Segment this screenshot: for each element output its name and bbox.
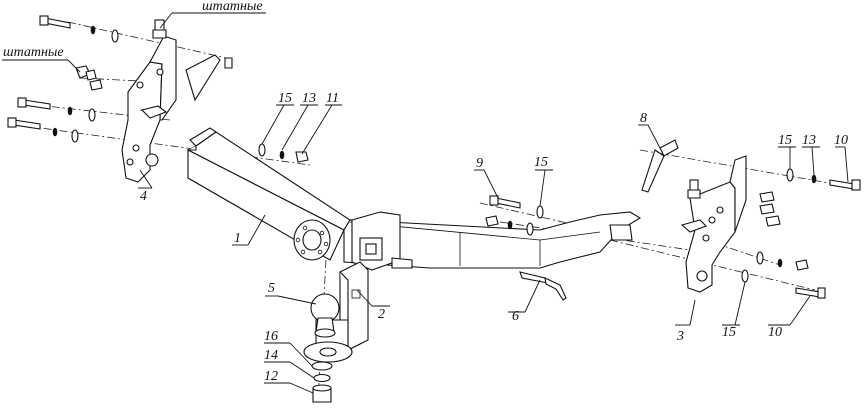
label-part-15-mid: 15 [534, 155, 548, 170]
label-part-16: 16 [264, 329, 278, 344]
main-beam [186, 127, 642, 271]
stock-hardware-left [75, 65, 103, 91]
stock-hardware-top [152, 19, 233, 102]
label-part-10-top: 10 [834, 133, 848, 148]
label-part-4: 4 [140, 189, 147, 204]
label-part-6: 6 [512, 309, 519, 324]
ball-fasteners [311, 361, 333, 403]
socket-bracket [519, 271, 567, 301]
left-bolts [7, 15, 119, 143]
label-part-15-right-top: 15 [778, 133, 792, 148]
ball-mount [303, 261, 369, 363]
label-part-2: 2 [378, 307, 385, 322]
right-bracket [680, 155, 747, 293]
label-part-12: 12 [264, 369, 278, 384]
middle-fasteners [485, 195, 544, 236]
label-stock-left: штатные [3, 45, 64, 60]
part-labels: штатные штатные 1 2 3 4 5 6 8 9 10 10 11… [3, 0, 848, 384]
label-part-14: 14 [264, 348, 278, 363]
leader-lines [2, 12, 849, 394]
right-fasteners [641, 139, 861, 299]
left-bracket [121, 35, 177, 183]
label-part-11: 11 [326, 91, 339, 106]
label-part-5: 5 [268, 281, 275, 296]
label-part-10-bottom: 10 [768, 325, 782, 340]
label-part-8: 8 [640, 111, 647, 126]
label-part-13-right: 13 [802, 133, 816, 148]
label-part-15-left: 15 [278, 91, 292, 106]
label-part-1: 1 [234, 231, 241, 246]
label-stock-top: штатные [202, 0, 263, 14]
beam-left-fasteners [258, 143, 309, 163]
label-part-15-right-bottom: 15 [722, 325, 736, 340]
label-part-3: 3 [676, 329, 684, 344]
label-part-9: 9 [476, 156, 483, 171]
label-part-13-left: 13 [302, 91, 316, 106]
